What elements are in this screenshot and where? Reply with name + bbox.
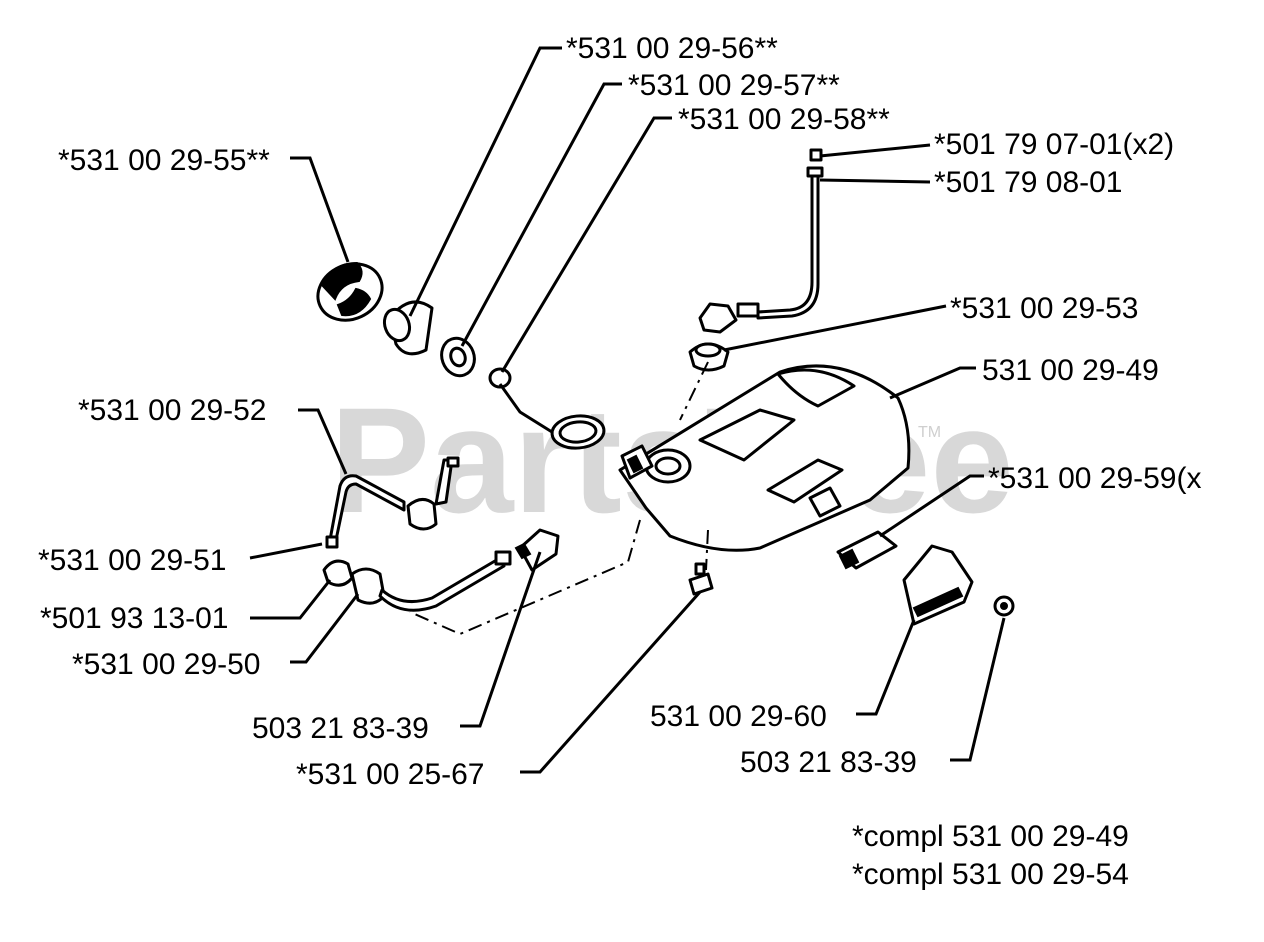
support-bracket-part bbox=[902, 544, 974, 626]
note-compl-531-00-29-49: *compl 531 00 29-49 bbox=[852, 820, 1129, 853]
part-label-531-00-29-57: *531 00 29-57** bbox=[628, 69, 840, 102]
part-label-531-00-29-53: *531 00 29-53 bbox=[950, 292, 1139, 325]
o-ring-small-part bbox=[488, 367, 512, 389]
part-label-501-79-08-01: *501 79 08-01 bbox=[934, 166, 1123, 199]
fuel-cap-part bbox=[316, 261, 384, 322]
part-label-531-00-29-59: *531 00 29-59(x bbox=[988, 462, 1202, 495]
watermark-trademark: TM bbox=[918, 424, 941, 441]
part-label-531-00-25-67: *531 00 25-67 bbox=[296, 758, 485, 791]
cap-retainer-part bbox=[382, 300, 434, 356]
anti-vibration-buffer-part bbox=[836, 530, 898, 570]
part-label-531-00-29-51: *531 00 29-51 bbox=[38, 544, 227, 577]
vent-hose-part bbox=[698, 148, 824, 334]
part-label-531-00-29-55: *531 00 29-55** bbox=[58, 144, 270, 177]
note-compl-531-00-29-54: *compl 531 00 29-54 bbox=[852, 858, 1129, 891]
gasket-ring-part bbox=[550, 414, 606, 450]
part-label-531-00-29-60: 531 00 29-60 bbox=[650, 700, 827, 733]
assembly-dashline-vent bbox=[679, 361, 709, 421]
part-label-531-00-29-58: *531 00 29-58** bbox=[678, 103, 890, 136]
fuel-filter-part bbox=[514, 528, 560, 572]
assembly-dashline-hose bbox=[409, 519, 641, 636]
drain-plug-part bbox=[688, 572, 714, 596]
part-label-531-00-29-49: 531 00 29-49 bbox=[982, 354, 1159, 387]
part-label-503-21-83-39-right: 503 21 83-39 bbox=[740, 746, 917, 779]
assembly-dashline-drain bbox=[705, 529, 709, 571]
return-pipe-part bbox=[328, 456, 460, 542]
part-label-531-00-29-50: *531 00 29-50 bbox=[72, 648, 261, 681]
part-label-501-79-07-01: *501 79 07-01(x2) bbox=[934, 128, 1174, 161]
fuel-tank-part bbox=[618, 364, 911, 576]
hose-plug-part bbox=[325, 535, 339, 549]
part-label-503-21-83-39-left: 503 21 83-39 bbox=[252, 712, 429, 745]
part-label-501-93-13-01: *501 93 13-01 bbox=[40, 602, 229, 635]
grommet-part bbox=[688, 342, 730, 372]
part-label-531-00-29-56: *531 00 29-56** bbox=[566, 32, 778, 65]
leader-lines bbox=[249, 46, 1006, 774]
part-label-531-00-29-52: *531 00 29-52 bbox=[78, 394, 267, 427]
fuel-hose-part bbox=[350, 550, 512, 612]
bracket-screw-part bbox=[993, 595, 1015, 617]
washer-part bbox=[440, 336, 476, 378]
